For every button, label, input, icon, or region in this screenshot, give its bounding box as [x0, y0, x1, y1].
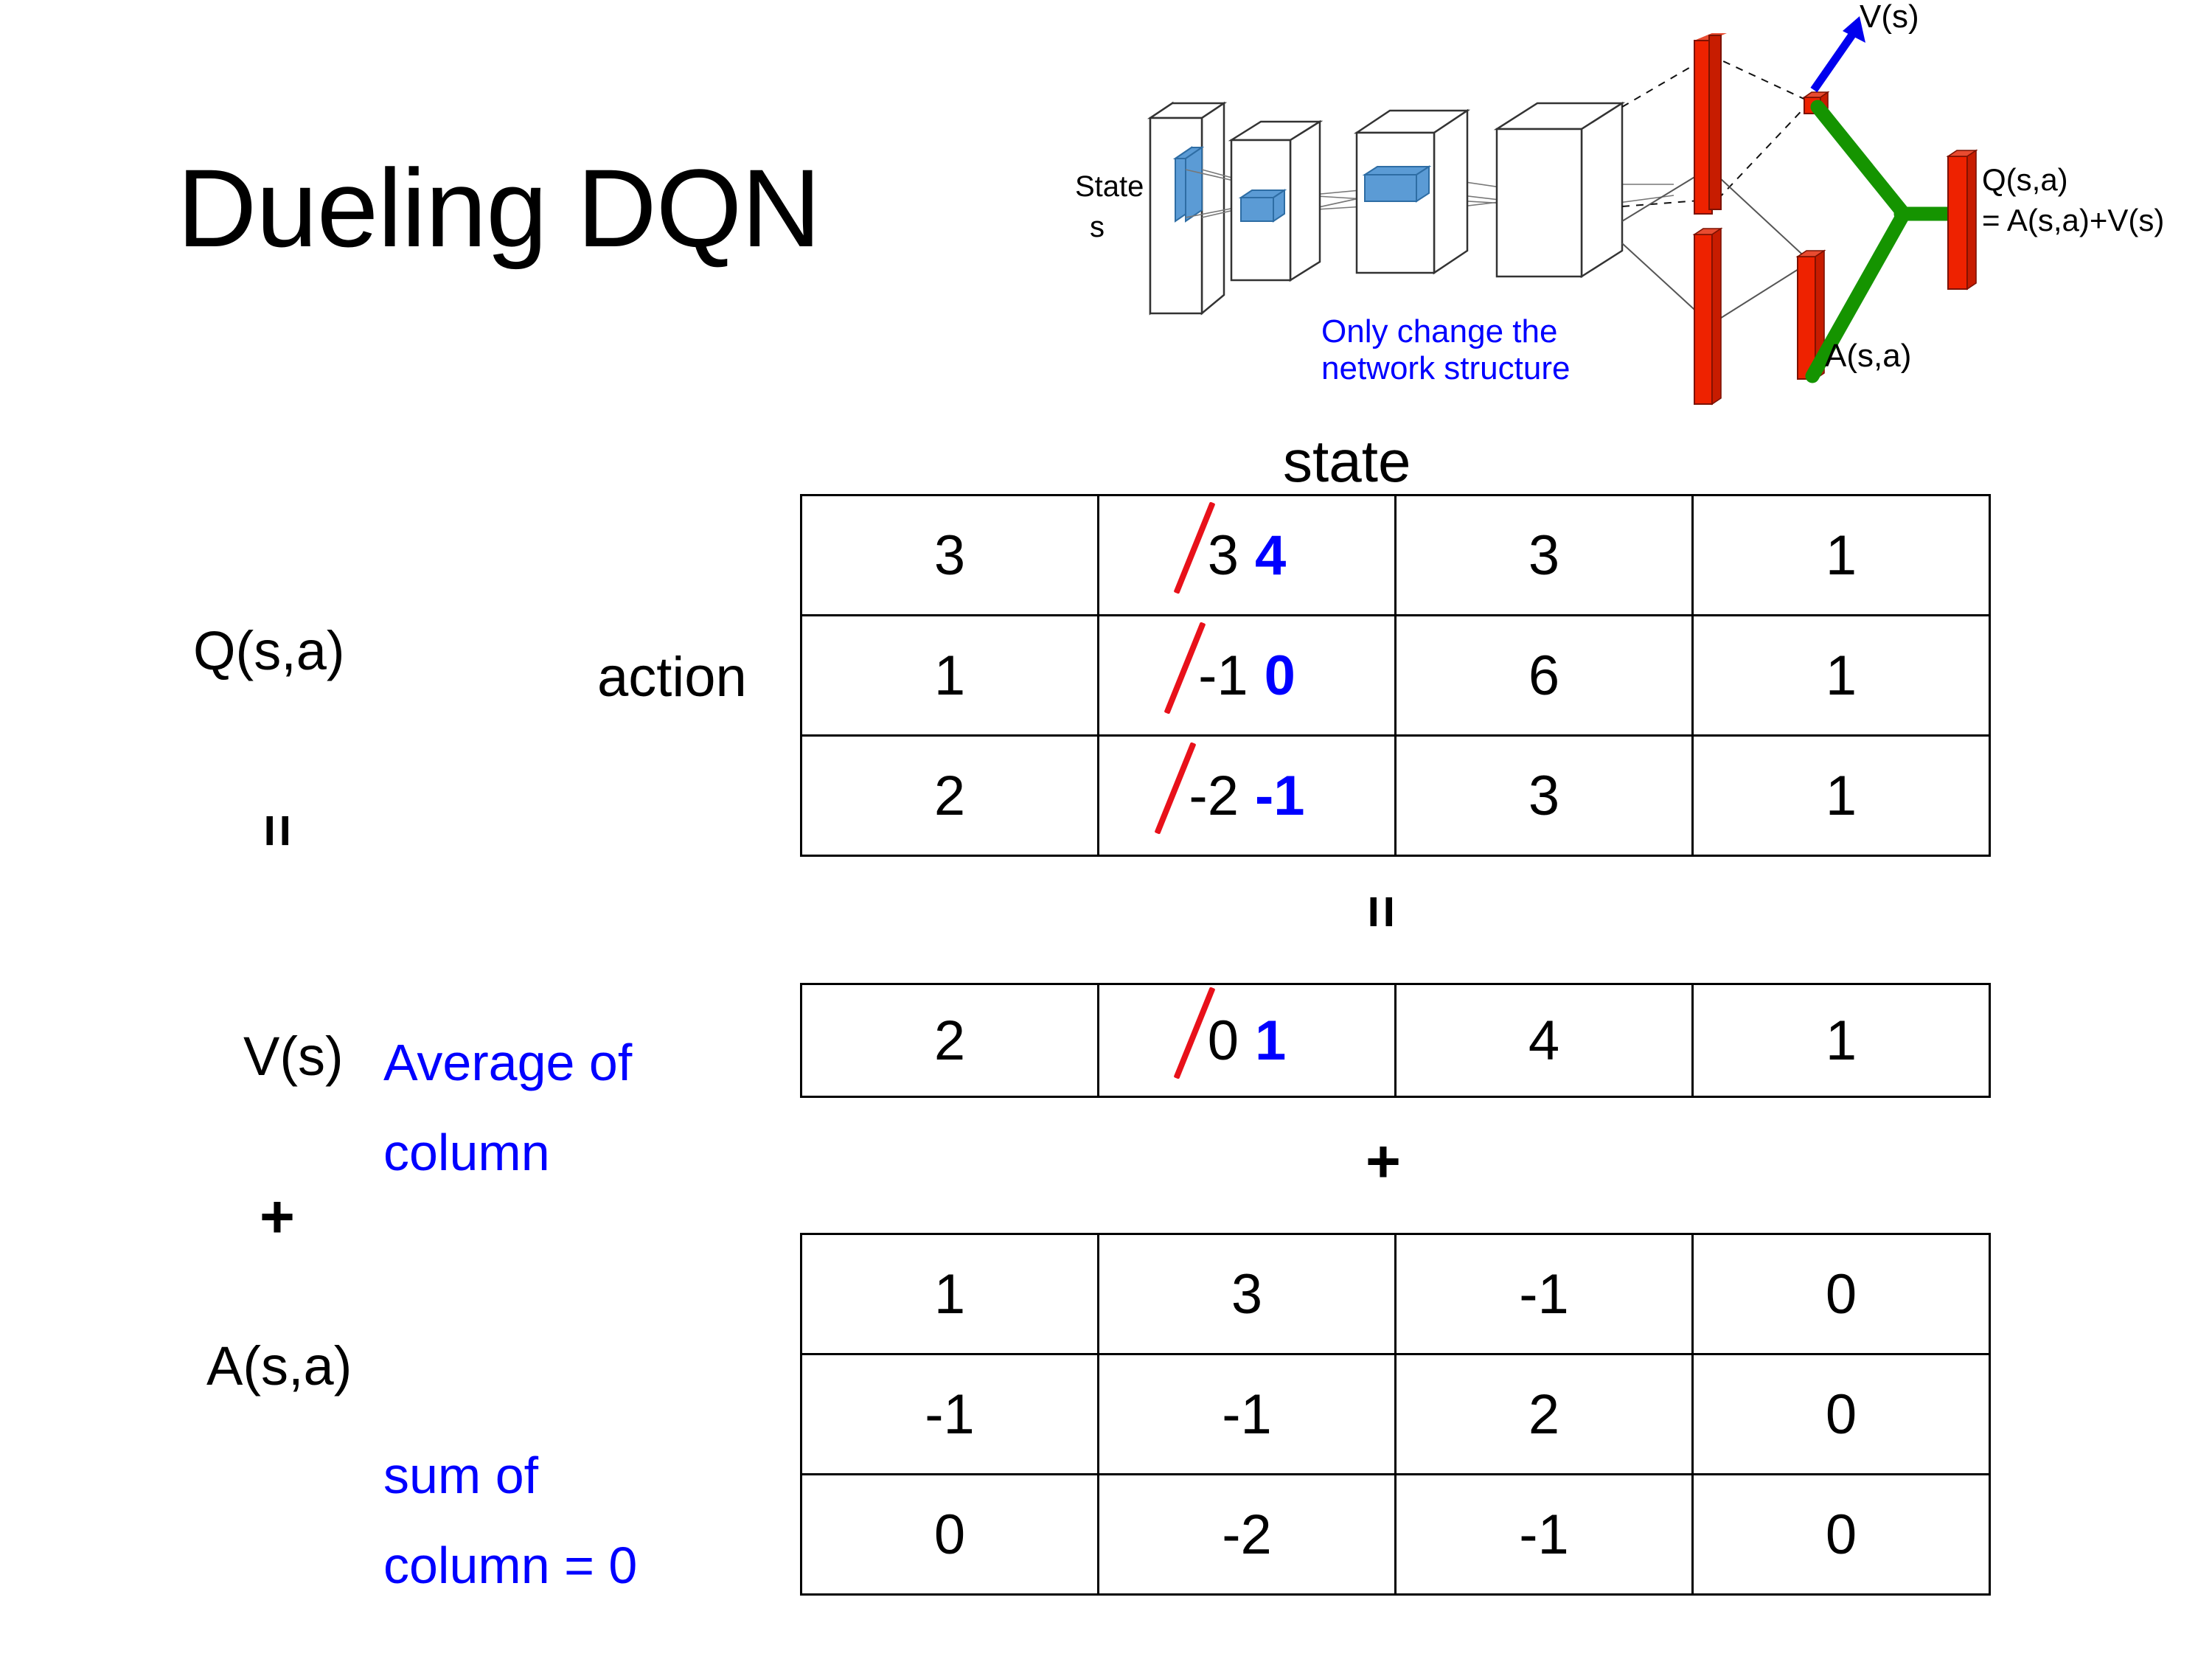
a-table-label: A(s,a)	[206, 1335, 352, 1397]
a-cell-r2c3[interactable]: 0	[1691, 1473, 1991, 1596]
q-output-formula: = A(s,a)+V(s)	[1982, 203, 2165, 237]
q-cell-new-value: 4	[1255, 524, 1287, 587]
v-cell-c0[interactable]: 2	[800, 983, 1099, 1098]
a-table: 1 3 -1 0 -1 -1 2 0 0 -2 -1 0	[800, 1233, 1991, 1596]
v-note-line-2: column	[383, 1124, 550, 1181]
q-output-label: Q(s,a)	[1982, 162, 2068, 197]
a-cell-r0c0[interactable]: 1	[800, 1233, 1099, 1355]
value-stream-bar-icon	[1694, 33, 1727, 215]
a-cell-r2c1[interactable]: -2	[1097, 1473, 1397, 1596]
input-patch-icon	[1172, 146, 1205, 223]
note-line-2: network structure	[1321, 350, 1571, 386]
page-title: Dueling DQN	[177, 146, 821, 270]
network-architecture-svg	[1147, 16, 1978, 406]
advantage-output-label: A(s,a)	[1825, 338, 1912, 374]
v-cell-old-value: 0	[1207, 1009, 1239, 1072]
v-cell-c3[interactable]: 1	[1691, 983, 1991, 1098]
q-cell-r2c0[interactable]: 2	[800, 734, 1099, 857]
v-cell-new-value: 1	[1255, 1009, 1287, 1072]
conv-block-3-icon	[1493, 101, 1626, 279]
dueling-network-diagram: State s Only change the network structur…	[1075, 0, 2212, 413]
table-row: 0 -2 -1 0	[800, 1473, 1991, 1596]
a-cell-r1c3[interactable]: 0	[1691, 1353, 1991, 1475]
q-cell-r2c1[interactable]: -2 -1	[1097, 734, 1397, 857]
state-axis-label: state	[1283, 428, 1411, 494]
note-line-1: Only change the	[1321, 313, 1558, 349]
a-cell-r0c1[interactable]: 3	[1097, 1233, 1397, 1355]
q-table-label: Q(s,a)	[193, 620, 345, 681]
a-cell-r0c2[interactable]: -1	[1394, 1233, 1694, 1355]
value-output-label: V(s)	[1860, 0, 1919, 35]
q-cell-r1c3[interactable]: 1	[1691, 614, 1991, 737]
q-cell-old-value: -2	[1189, 764, 1239, 827]
q-cell-r1c1[interactable]: -1 0	[1097, 614, 1397, 737]
table-row: 1 -1 0 6 1	[800, 614, 1991, 737]
q-cell-r1c2[interactable]: 6	[1394, 614, 1694, 737]
table-row: 1 3 -1 0	[800, 1233, 1991, 1355]
state-input-label: State	[1075, 170, 1144, 203]
q-cell-r2c3[interactable]: 1	[1691, 734, 1991, 857]
action-axis-label: action	[597, 646, 747, 709]
a-cell-r2c2[interactable]: -1	[1394, 1473, 1694, 1596]
value-output-arrow-icon	[1810, 16, 1865, 93]
a-note-line-1: sum of	[383, 1447, 539, 1504]
q-cell-new-value: 0	[1264, 644, 1295, 707]
advantage-stream-bar-icon	[1692, 227, 1723, 406]
conv-block-1-patch-icon	[1238, 189, 1287, 223]
q-cell-r0c0[interactable]: 3	[800, 494, 1099, 616]
q-cell-r2c2[interactable]: 3	[1394, 734, 1694, 857]
q-output-bar-icon	[1946, 149, 1978, 291]
plus-operator-center: +	[1366, 1128, 1401, 1195]
conv-block-2-patch-icon	[1362, 165, 1432, 203]
a-cell-r1c0[interactable]: -1	[800, 1353, 1099, 1475]
table-row: 2 -2 -1 3 1	[800, 734, 1991, 857]
equals-operator-left: =	[246, 813, 311, 846]
a-cell-r1c1[interactable]: -1	[1097, 1353, 1397, 1475]
q-cell-r0c3[interactable]: 1	[1691, 494, 1991, 616]
a-cell-r2c0[interactable]: 0	[800, 1473, 1099, 1596]
q-cell-old-value: 3	[1207, 524, 1239, 587]
q-cell-r1c0[interactable]: 1	[800, 614, 1099, 737]
plus-operator-left: +	[260, 1183, 295, 1251]
v-note-line-1: Average of	[383, 1034, 633, 1091]
v-table-label: V(s)	[243, 1026, 344, 1087]
aggregation-link-icon	[1805, 100, 1958, 383]
state-input-sublabel: s	[1090, 211, 1105, 243]
q-cell-r0c2[interactable]: 3	[1394, 494, 1694, 616]
a-note-line-2: column = 0	[383, 1537, 638, 1594]
a-cell-r0c3[interactable]: 0	[1691, 1233, 1991, 1355]
a-cell-r1c2[interactable]: 2	[1394, 1353, 1694, 1475]
equals-operator-center: =	[1349, 894, 1415, 928]
q-cell-old-value: -1	[1198, 644, 1248, 707]
v-cell-c2[interactable]: 4	[1394, 983, 1694, 1098]
table-row: -1 -1 2 0	[800, 1353, 1991, 1475]
q-cell-new-value: -1	[1255, 764, 1305, 827]
a-table-body: 1 3 -1 0 -1 -1 2 0 0 -2 -1 0	[800, 1233, 1991, 1596]
